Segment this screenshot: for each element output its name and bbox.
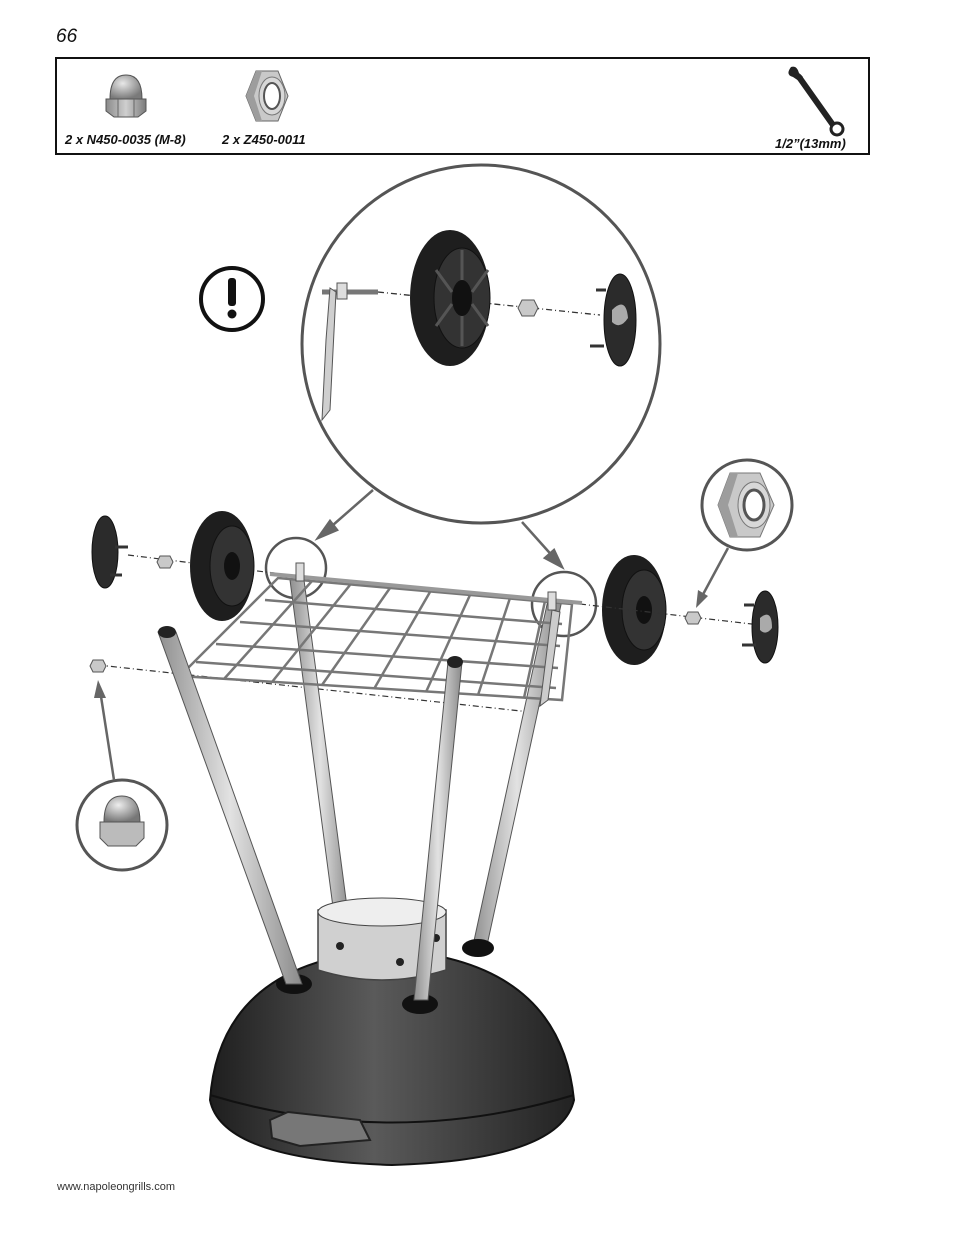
wire-grid-rack (177, 572, 583, 702)
page-number: 66 (56, 26, 78, 47)
tool-size-label: 1/2”(13mm) (775, 136, 846, 151)
callout-arrows (314, 489, 565, 570)
left-wheel-assembly (91, 511, 291, 621)
front-legs (157, 626, 463, 1001)
lock-nut-callout (696, 458, 794, 608)
parts-list-box: 2 x N450-0035 (M-8) 2 x Z450-0011 1/2”(1… (55, 57, 870, 155)
kettle-base (208, 897, 576, 1167)
right-axle-highlight (530, 570, 598, 638)
lock-nut-icon (245, 70, 289, 122)
acorn-nut-icon (105, 74, 147, 118)
acorn-nut-callout (75, 680, 169, 872)
part-label-acorn-nut: 2 x N450-0035 (M-8) (65, 132, 186, 147)
wheel-detail-callout (300, 163, 662, 525)
footer-url: www.napoleongrills.com (57, 1181, 175, 1193)
right-wheel-assembly (579, 555, 779, 665)
exclamation-icon (199, 266, 265, 332)
part-label-lock-nut: 2 x Z450-0011 (222, 132, 306, 147)
wrench-icon (788, 66, 845, 137)
